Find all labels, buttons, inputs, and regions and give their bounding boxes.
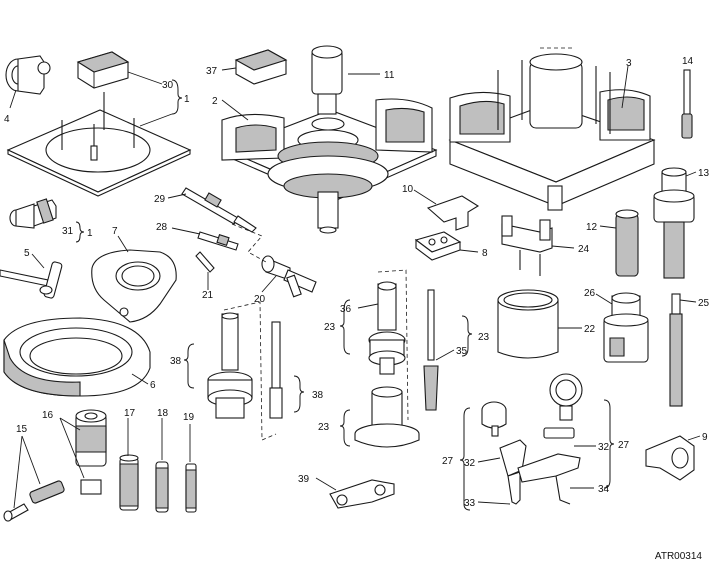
part-22-sleeve xyxy=(497,289,559,359)
part-21-screw xyxy=(195,251,215,273)
callout-26: 26 xyxy=(584,288,596,299)
callout-38a: 38 xyxy=(170,356,182,367)
callout-15: 15 xyxy=(16,424,28,435)
part-27-dial-gauge-right xyxy=(517,373,583,505)
callout-34: 34 xyxy=(598,484,610,495)
callout-14: 14 xyxy=(682,56,694,67)
callout-4: 4 xyxy=(4,114,10,125)
part-5-pin-wrench xyxy=(0,261,63,299)
callout-27b: 27 xyxy=(618,440,630,451)
callout-19: 19 xyxy=(183,412,195,423)
callout-1a: 1 xyxy=(184,94,190,105)
callout-39: 39 xyxy=(298,474,310,485)
callout-23b: 23 xyxy=(318,422,330,433)
part-23-pin xyxy=(423,289,439,411)
part-9-bracket xyxy=(645,435,695,481)
part-39-lever xyxy=(329,479,395,509)
callout-27a: 27 xyxy=(442,456,454,467)
part-26-tool xyxy=(603,292,649,363)
part-12-threaded-cylinder xyxy=(615,209,639,277)
part-6-ring-tool xyxy=(3,317,151,397)
callout-18: 18 xyxy=(157,408,169,419)
part-27-dial-gauge-left xyxy=(481,401,527,505)
part-38-shaft xyxy=(207,312,253,419)
part-19-pin xyxy=(185,463,197,513)
part-8-block xyxy=(414,231,462,261)
part-29-rod xyxy=(181,187,257,233)
callout-32a: 32 xyxy=(464,458,476,469)
part-10-bracket xyxy=(426,195,480,231)
callout-24: 24 xyxy=(578,244,590,255)
part-24-bar xyxy=(501,215,553,276)
part-14-pin xyxy=(681,69,693,139)
callout-1b: 1 xyxy=(87,228,93,239)
callout-22: 22 xyxy=(584,324,596,335)
part-18-pin xyxy=(155,461,169,513)
callout-12: 12 xyxy=(586,222,598,233)
callout-5: 5 xyxy=(24,248,30,259)
callout-7: 7 xyxy=(112,226,118,237)
callout-10: 10 xyxy=(402,184,414,195)
callout-20: 20 xyxy=(254,294,266,305)
callout-6: 6 xyxy=(150,380,156,391)
callout-17: 17 xyxy=(124,408,136,419)
part-13-tool xyxy=(653,167,695,279)
callout-3: 3 xyxy=(626,58,632,69)
part-31-adapter xyxy=(9,198,57,229)
callout-25: 25 xyxy=(698,298,710,309)
part-28-rod xyxy=(197,231,239,251)
callout-9: 9 xyxy=(702,432,708,443)
part-16-threaded-tool xyxy=(75,409,107,495)
part-23-sleeve xyxy=(354,386,420,448)
part-2-engine-stand xyxy=(221,45,438,234)
callout-2: 2 xyxy=(212,96,218,107)
callout-11: 11 xyxy=(384,70,395,81)
part-15-screws xyxy=(3,480,65,522)
callout-28: 28 xyxy=(156,222,168,233)
part-30-block xyxy=(76,51,130,89)
callout-30: 30 xyxy=(162,80,174,91)
part-4-bushing xyxy=(5,55,51,95)
callout-38b: 38 xyxy=(312,390,324,401)
part-20-puller xyxy=(261,255,317,298)
part-36-shaft xyxy=(368,281,406,375)
part-1-base-plate xyxy=(6,92,192,197)
callout-32b: 32 xyxy=(598,442,610,453)
callout-23a: 23 xyxy=(324,322,336,333)
part-17-pin xyxy=(119,454,139,511)
callout-8: 8 xyxy=(482,248,488,259)
callout-36: 36 xyxy=(340,304,352,315)
part-3-large-stand xyxy=(448,53,656,211)
callout-35: 35 xyxy=(456,346,468,357)
callout-31: 31 xyxy=(62,226,74,237)
callout-23c: 23 xyxy=(478,332,490,343)
callout-13: 13 xyxy=(698,168,710,179)
part-38-pin xyxy=(269,321,283,419)
callout-37: 37 xyxy=(206,66,218,77)
part-25-threaded-rod xyxy=(669,293,683,407)
part-7-splined-plate xyxy=(91,249,177,323)
reference-code: ATR00314 xyxy=(654,551,702,562)
callout-29: 29 xyxy=(154,194,166,205)
part-37-block xyxy=(234,49,288,85)
callout-16: 16 xyxy=(42,410,54,421)
callout-21: 21 xyxy=(202,290,214,301)
callout-33: 33 xyxy=(464,498,476,509)
